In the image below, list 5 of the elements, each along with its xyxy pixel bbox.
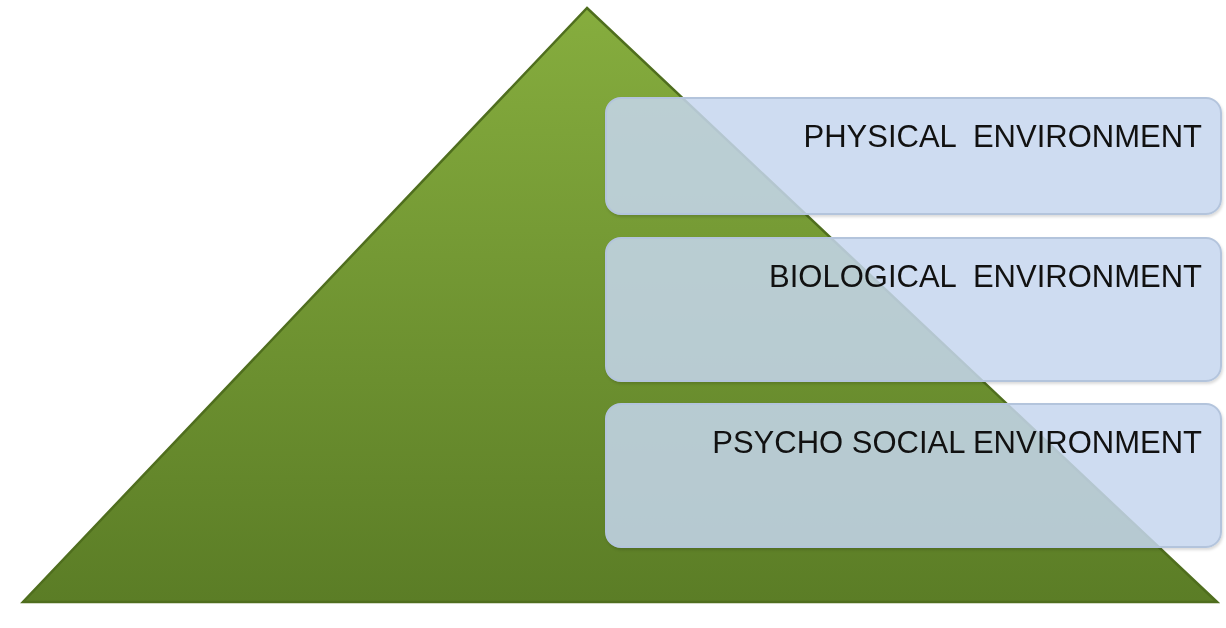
box-label: PSYCHO SOCIAL ENVIRONMENT — [712, 425, 1202, 461]
label-box — [605, 237, 1222, 382]
box-label: BIOLOGICAL ENVIRONMENT — [769, 259, 1202, 295]
box-label: PHYSICAL ENVIRONMENT — [803, 119, 1202, 155]
label-box — [605, 97, 1222, 215]
